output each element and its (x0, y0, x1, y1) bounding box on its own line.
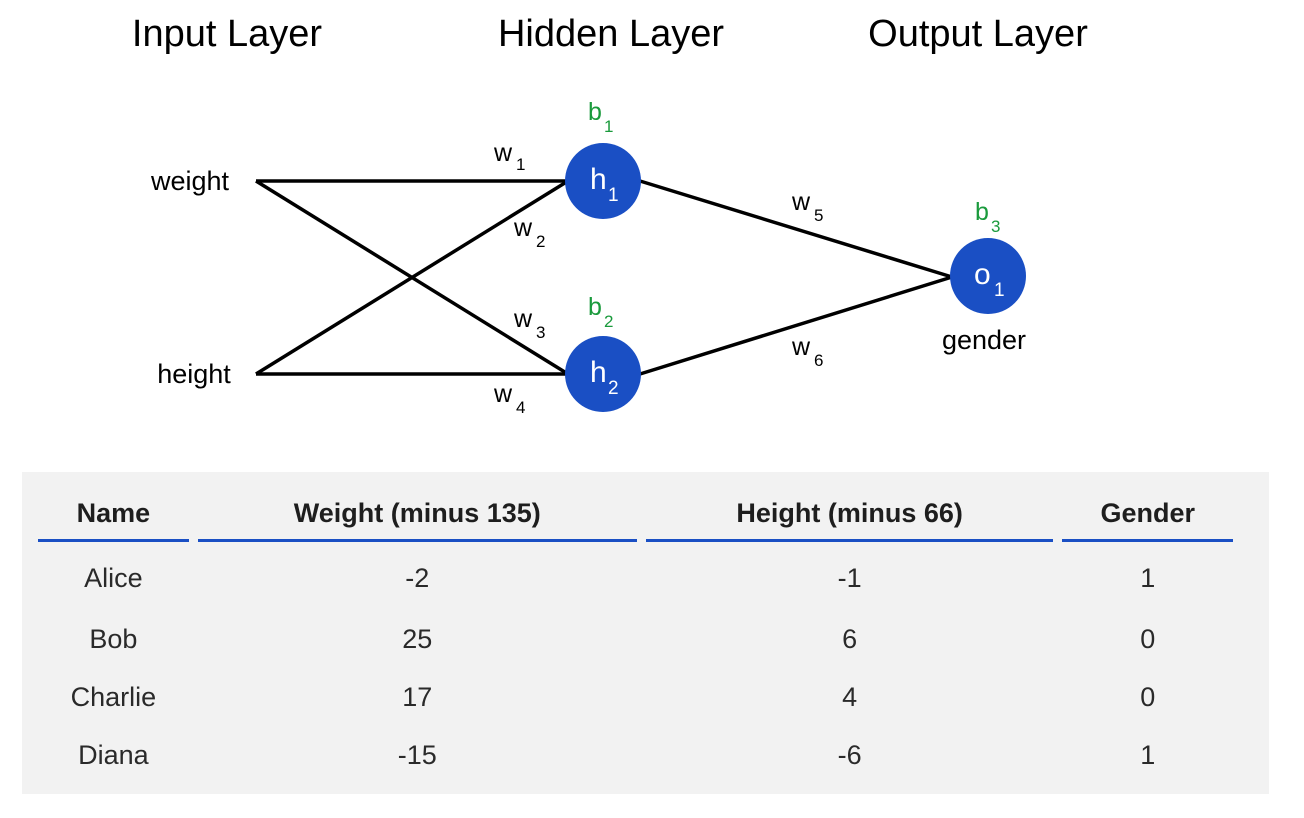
svg-text:1: 1 (604, 117, 613, 136)
cell-weight: -2 (405, 562, 430, 593)
column-header-weight: Weight (minus 135) (197, 492, 637, 542)
weight-label-w5: w 5 (791, 188, 823, 225)
svg-text:b: b (588, 293, 602, 321)
cell-height: 6 (842, 623, 858, 654)
table-header-row: Name Weight (minus 135) Height (minus 66… (38, 492, 1233, 542)
column-header-height: Height (minus 66) (645, 492, 1054, 542)
table-row: Alice -2 -1 1 (38, 542, 1233, 610)
svg-text:3: 3 (991, 217, 1000, 236)
svg-text:2: 2 (536, 232, 545, 251)
svg-text:4: 4 (516, 398, 525, 417)
svg-text:h: h (590, 163, 607, 196)
column-header-gender: Gender (1062, 492, 1233, 542)
svg-text:2: 2 (604, 312, 613, 331)
neural-network-diagram: Input Layer Hidden Layer Output Layer we… (132, 13, 1088, 417)
cell-name: Bob (89, 623, 138, 654)
svg-text:1: 1 (994, 280, 1005, 301)
edge-w5 (639, 179, 953, 279)
svg-text:3: 3 (536, 323, 545, 342)
svg-text:h: h (590, 356, 607, 389)
hidden-node-h2: h 2 (565, 336, 641, 412)
svg-text:b: b (975, 198, 989, 226)
cell-gender: 0 (1140, 681, 1156, 712)
cell-gender: 1 (1140, 562, 1156, 593)
weight-label-w3: w 3 (513, 305, 545, 342)
edge-w2 (255, 179, 569, 376)
input-weight-label: weight (150, 166, 230, 196)
svg-text:2: 2 (608, 378, 619, 399)
cell-weight: 17 (402, 681, 433, 712)
cell-weight: 25 (402, 623, 433, 654)
table-row: Bob 25 6 0 (38, 610, 1233, 668)
bias-label-b3: b 3 (975, 198, 1000, 236)
svg-text:w: w (513, 214, 533, 242)
weight-label-w6: w 6 (791, 333, 823, 370)
svg-text:b: b (588, 98, 602, 126)
svg-text:1: 1 (516, 155, 525, 174)
cell-height: -6 (837, 739, 862, 770)
bias-label-b2: b 2 (588, 293, 613, 331)
cell-name: Charlie (70, 681, 157, 712)
column-header-name: Name (38, 492, 189, 542)
hidden-node-h1: h 1 (565, 143, 641, 219)
cell-height: -1 (837, 562, 862, 593)
cell-name: Diana (78, 739, 149, 770)
cell-weight: -15 (397, 739, 437, 770)
edge-w6 (639, 275, 953, 376)
input-layer-title: Input Layer (132, 13, 322, 55)
svg-text:w: w (493, 139, 513, 167)
svg-text:w: w (513, 305, 533, 333)
output-layer-title: Output Layer (868, 13, 1088, 55)
table-row: Charlie 17 4 0 (38, 668, 1233, 726)
svg-text:6: 6 (814, 351, 823, 370)
svg-text:w: w (791, 333, 811, 361)
svg-text:1: 1 (608, 185, 619, 206)
cell-gender: 1 (1140, 739, 1156, 770)
svg-text:w: w (493, 380, 513, 408)
svg-text:5: 5 (814, 206, 823, 225)
svg-text:o: o (974, 258, 991, 291)
hidden-layer-title: Hidden Layer (498, 13, 724, 55)
bias-label-b1: b 1 (588, 98, 613, 136)
weight-label-w1: w 1 (493, 139, 525, 174)
data-table-panel: Name Weight (minus 135) Height (minus 66… (22, 472, 1269, 794)
weight-label-w4: w 4 (493, 380, 525, 417)
output-gender-label: gender (942, 325, 1026, 355)
cell-height: 4 (842, 681, 858, 712)
output-node-o1: o 1 (950, 238, 1026, 314)
cell-gender: 0 (1140, 623, 1156, 654)
svg-text:w: w (791, 188, 811, 216)
input-height-label: height (157, 359, 231, 389)
table-row: Diana -15 -6 1 (38, 726, 1233, 784)
data-table: Name Weight (minus 135) Height (minus 66… (29, 492, 1242, 784)
cell-name: Alice (84, 562, 143, 593)
weight-label-w2: w 2 (513, 214, 545, 251)
